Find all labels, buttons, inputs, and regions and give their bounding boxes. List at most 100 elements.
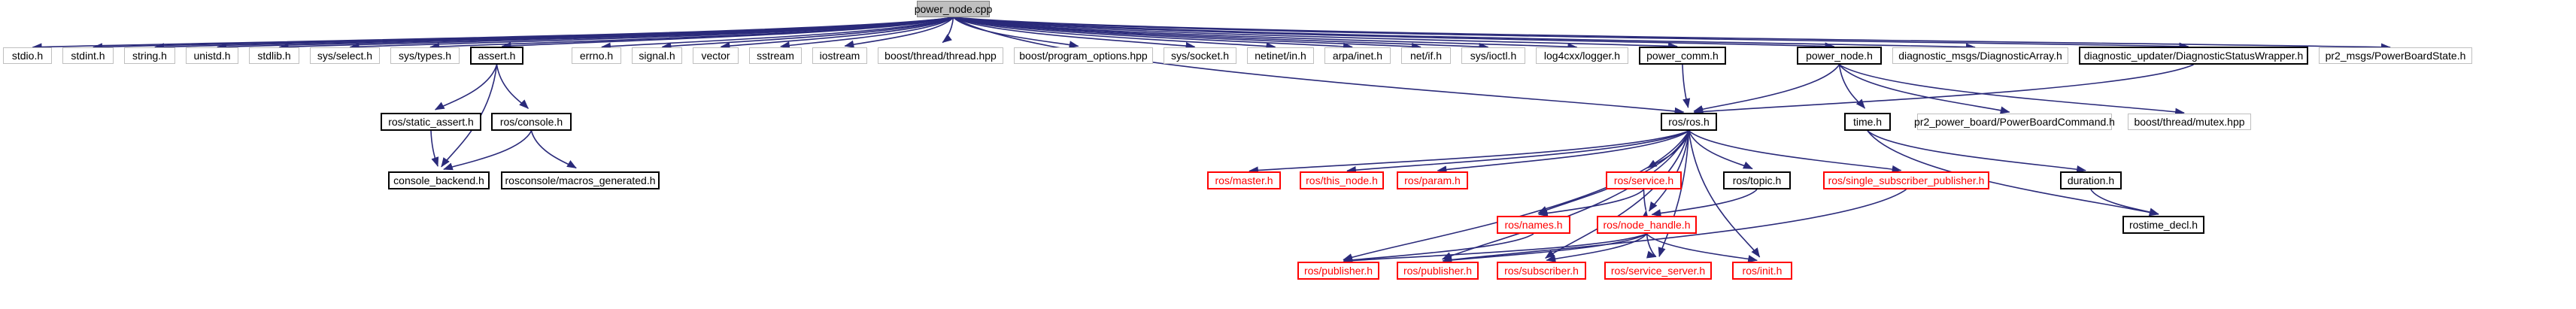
graph-edge-powernodeh-to-pbcommand bbox=[1838, 64, 2010, 114]
graph-node-systypes[interactable]: sys/types.h bbox=[390, 47, 460, 64]
graph-node-rosinit[interactable]: ros/init.h bbox=[1732, 262, 1792, 280]
graph-node-label: diagnostic_updater/DiagnosticStatusWrapp… bbox=[2083, 50, 2304, 62]
graph-node-label: boost/thread/thread.hpp bbox=[884, 50, 997, 62]
graph-node-boostthread[interactable]: boost/thread/thread.hpp bbox=[878, 47, 1003, 64]
graph-node-pbcommand[interactable]: pr2_power_board/PowerBoardCommand.h bbox=[1914, 114, 2115, 130]
graph-node-netif[interactable]: net/if.h bbox=[1401, 47, 1451, 64]
graph-node-rosmaster[interactable]: ros/master.h bbox=[1207, 171, 1281, 189]
edge-paths bbox=[32, 17, 2391, 265]
graph-node-label: sys/select.h bbox=[317, 50, 373, 62]
graph-node-label: ros/service.h bbox=[1613, 174, 1674, 186]
graph-node-rostimedecl[interactable]: rostime_decl.h bbox=[2122, 216, 2204, 234]
graph-node-boostprog[interactable]: boost/program_options.hpp bbox=[1014, 47, 1153, 64]
graph-node-log4cxx[interactable]: log4cxx/logger.h bbox=[1536, 47, 1628, 64]
graph-node-netinet[interactable]: netinet/in.h bbox=[1247, 47, 1314, 64]
graph-node-boostmutex[interactable]: boost/thread/mutex.hpp bbox=[2128, 114, 2251, 130]
graph-node-vector[interactable]: vector bbox=[693, 47, 739, 64]
graph-edge-rosros-to-rosserviceserver bbox=[1658, 130, 1690, 257]
graph-node-rosconsole[interactable]: ros/console.h bbox=[491, 113, 572, 131]
graph-node-rosthisnode[interactable]: ros/this_node.h bbox=[1300, 171, 1384, 189]
graph-edge-time-to-rostimedecl bbox=[1867, 130, 2159, 217]
graph-node-pr2pbs[interactable]: pr2_msgs/PowerBoardState.h bbox=[2319, 47, 2472, 64]
graph-node-label: power_comm.h bbox=[1646, 50, 1719, 62]
graph-node-label: errno.h bbox=[579, 50, 614, 62]
graph-node-label: power_node.h bbox=[1806, 50, 1873, 62]
graph-node-label: ros/names.h bbox=[1504, 219, 1563, 231]
graph-node-signal[interactable]: signal.h bbox=[632, 47, 682, 64]
graph-node-errno[interactable]: errno.h bbox=[572, 47, 621, 64]
graph-edge-time-to-duration bbox=[1867, 130, 2086, 174]
graph-node-label: ros/publisher.h bbox=[1303, 265, 1373, 277]
graph-node-label: duration.h bbox=[2067, 174, 2115, 186]
graph-edge-rostopic-to-rosnodehandle bbox=[1651, 189, 1758, 217]
graph-node-iostream[interactable]: iostream bbox=[812, 47, 867, 64]
graph-node-label: boost/program_options.hpp bbox=[1019, 50, 1148, 62]
graph-node-unistd[interactable]: unistd.h bbox=[186, 47, 238, 64]
graph-edge-powercomm-to-rosros bbox=[1682, 64, 1691, 108]
graph-node-label: diagnostic_msgs/DiagnosticArray.h bbox=[1898, 50, 2062, 62]
graph-node-sysioctl[interactable]: sys/ioctl.h bbox=[1461, 47, 1525, 64]
graph-node-duration[interactable]: duration.h bbox=[2060, 171, 2122, 189]
graph-node-arpainet[interactable]: arpa/inet.h bbox=[1324, 47, 1391, 64]
graph-node-diagarray[interactable]: diagnostic_msgs/DiagnosticArray.h bbox=[1892, 47, 2068, 64]
graph-node-label: time.h bbox=[1852, 116, 1883, 128]
graph-node-rosnames[interactable]: ros/names.h bbox=[1497, 216, 1570, 234]
graph-edge-root-to-sstream bbox=[780, 17, 954, 50]
graph-node-stdint[interactable]: stdint.h bbox=[62, 47, 114, 64]
graph-node-rosros[interactable]: ros/ros.h bbox=[1661, 113, 1717, 131]
graph-node-syssocket[interactable]: sys/socket.h bbox=[1164, 47, 1236, 64]
graph-edge-rosconsole-to-rosmacros bbox=[530, 130, 577, 169]
graph-node-rosserviceserver[interactable]: ros/service_server.h bbox=[1604, 262, 1712, 280]
graph-node-label: ros/subscriber.h bbox=[1504, 265, 1579, 277]
graph-node-diagwrap[interactable]: diagnostic_updater/DiagnosticStatusWrapp… bbox=[2079, 47, 2308, 65]
graph-edge-rosnodehandle-to-rosserviceserver bbox=[1646, 233, 1657, 259]
graph-node-label: string.h bbox=[132, 50, 167, 62]
graph-node-label: ros/console.h bbox=[499, 116, 563, 128]
graph-node-consolebackend[interactable]: console_backend.h bbox=[388, 171, 490, 189]
graph-edge-rosnames-to-rospublisher1 bbox=[1343, 233, 1534, 264]
graph-node-label: ros/param.h bbox=[1404, 174, 1461, 186]
graph-node-rossingle[interactable]: ros/single_subscriber_publisher.h bbox=[1823, 171, 1989, 189]
graph-node-rossubscriber[interactable]: ros/subscriber.h bbox=[1497, 262, 1586, 280]
graph-node-label: netinet/in.h bbox=[1255, 50, 1306, 62]
graph-node-rosservice[interactable]: ros/service.h bbox=[1606, 171, 1682, 189]
graph-edge-root-to-sysioctl bbox=[953, 17, 1489, 51]
graph-node-assert[interactable]: assert.h bbox=[470, 47, 523, 65]
graph-edge-rosros-to-rosparam bbox=[1437, 130, 1689, 174]
graph-node-stdio[interactable]: stdio.h bbox=[3, 47, 52, 64]
graph-node-rostopic[interactable]: ros/topic.h bbox=[1723, 171, 1791, 189]
graph-node-powernodeh[interactable]: power_node.h bbox=[1797, 47, 1882, 65]
graph-edge-diagwrap-to-rosros bbox=[1693, 64, 2194, 116]
graph-node-rospublisher1[interactable]: ros/publisher.h bbox=[1297, 262, 1379, 280]
graph-node-rosstatic[interactable]: ros/static_assert.h bbox=[381, 113, 481, 131]
graph-node-rosmacros[interactable]: rosconsole/macros_generated.h bbox=[501, 171, 660, 189]
graph-node-label: sys/socket.h bbox=[1170, 50, 1230, 62]
graph-node-time[interactable]: time.h bbox=[1844, 113, 1891, 131]
graph-edge-root-to-pr2pbs bbox=[953, 17, 2391, 51]
graph-node-label: ros/topic.h bbox=[1732, 174, 1782, 186]
graph-node-rosnodehandle[interactable]: ros/node_handle.h bbox=[1597, 216, 1697, 234]
graph-node-powercomm[interactable]: power_comm.h bbox=[1639, 47, 1726, 65]
graph-edge-rosnodehandle-to-rospublisher2 bbox=[1442, 233, 1647, 264]
graph-node-string[interactable]: string.h bbox=[124, 47, 175, 64]
graph-node-rosparam[interactable]: ros/param.h bbox=[1397, 171, 1468, 189]
graph-node-label: ros/service_server.h bbox=[1610, 265, 1706, 277]
graph-edge-powernodeh-to-rosros bbox=[1693, 64, 1840, 113]
graph-node-label: iostream bbox=[819, 50, 860, 62]
graph-node-label: sys/ioctl.h bbox=[1470, 50, 1517, 62]
graph-edge-root-to-diagarray bbox=[953, 17, 1976, 51]
graph-node-label: ros/init.h bbox=[1742, 265, 1783, 277]
graph-node-root[interactable]: power_node.cpp bbox=[915, 1, 992, 17]
graph-edge-rosnodehandle-to-rosinit bbox=[1646, 233, 1758, 263]
graph-node-sstream[interactable]: sstream bbox=[749, 47, 802, 64]
graph-edge-powernodeh-to-time bbox=[1838, 64, 1866, 109]
graph-edge-assert-to-consolebackend bbox=[441, 64, 498, 168]
graph-edge-rosros-to-rospublisher2 bbox=[1441, 130, 1690, 260]
graph-node-stdlib[interactable]: stdlib.h bbox=[249, 47, 299, 64]
graph-node-label: rostime_decl.h bbox=[2128, 219, 2198, 231]
graph-node-sysselect[interactable]: sys/select.h bbox=[310, 47, 380, 64]
graph-node-rospublisher2[interactable]: ros/publisher.h bbox=[1397, 262, 1479, 280]
graph-node-label: assert.h bbox=[478, 50, 516, 62]
